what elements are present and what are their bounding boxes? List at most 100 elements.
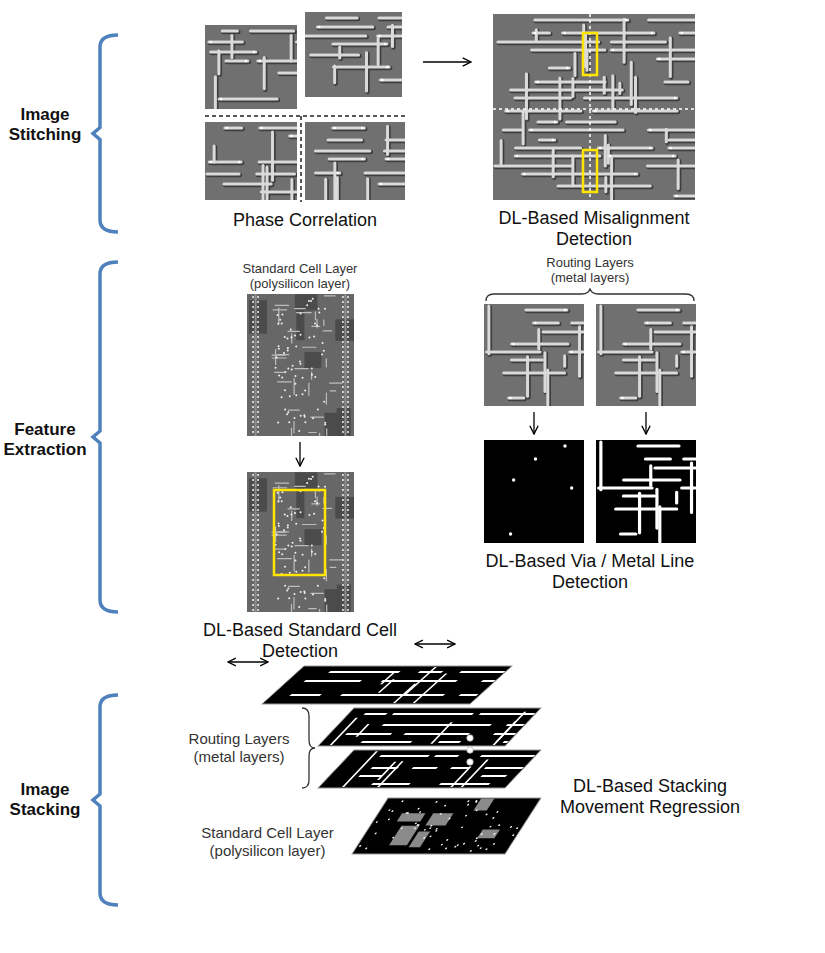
flow-arrow	[423, 61, 471, 62]
metal-line	[604, 137, 608, 167]
metal-line	[381, 672, 394, 684]
contact-dot	[346, 484, 348, 486]
cell-block	[389, 826, 419, 845]
contact-dot	[257, 594, 259, 596]
metal-line	[214, 77, 217, 109]
layer-label: Standard Cell Layer (polysilicon layer)	[195, 824, 340, 860]
metal-line	[290, 36, 294, 62]
contact-dot	[341, 381, 343, 383]
contact-dot	[346, 489, 348, 491]
contact-dot	[252, 534, 254, 536]
contact-dot	[346, 361, 348, 363]
metal-line	[604, 177, 607, 191]
group-brace	[486, 289, 694, 301]
contact-dot	[257, 421, 259, 423]
metal-line	[366, 179, 369, 200]
contact-dot	[475, 801, 478, 803]
image-ground	[596, 440, 696, 543]
metal-line	[365, 54, 369, 93]
contact-dot	[257, 479, 259, 481]
metal-line	[290, 179, 293, 200]
contact-dot	[252, 504, 254, 506]
via-dot	[672, 155, 675, 158]
contact-dot	[341, 416, 343, 418]
metal-line	[655, 489, 658, 528]
via-dot	[512, 478, 515, 481]
contact-dot	[346, 401, 348, 403]
metal-line	[530, 129, 623, 132]
panel-caption: DL-Based Standard Cell Detection	[183, 620, 418, 661]
metal-line	[334, 127, 366, 131]
contact-dot	[257, 411, 259, 413]
metal-line	[482, 679, 494, 682]
via-dot	[624, 343, 627, 346]
contact-dot	[252, 524, 254, 526]
contact-dot	[293, 593, 295, 595]
via-dot	[670, 147, 673, 150]
metal-line	[648, 129, 695, 132]
section-label: Feature Extraction	[2, 420, 88, 461]
contact-dot	[341, 336, 343, 338]
metal-line	[611, 41, 665, 44]
metal-line	[649, 19, 695, 22]
contact-dot	[310, 374, 312, 376]
metal-line	[227, 60, 249, 64]
metal-line	[488, 307, 492, 355]
contact-dot	[286, 524, 288, 526]
contact-dot	[324, 423, 326, 425]
panel-heading: Standard Cell Layer (polysilicon layer)	[235, 262, 365, 292]
contact-dot	[346, 509, 348, 511]
contact-dot	[257, 564, 259, 566]
contact-dot	[252, 421, 254, 423]
contact-dot	[346, 504, 348, 506]
contact-dot	[341, 574, 343, 576]
contact-dot	[257, 426, 259, 428]
metal-line	[572, 321, 584, 324]
metal-line	[379, 679, 394, 693]
seam-line	[493, 108, 695, 110]
contact-dot	[277, 421, 279, 423]
metal-line	[451, 766, 470, 769]
metal-line	[658, 58, 695, 62]
contact-dot	[257, 554, 259, 556]
image-ground	[205, 25, 297, 109]
contact-dot	[294, 512, 296, 514]
metal-line	[405, 667, 435, 695]
contact-dot	[280, 322, 282, 324]
metal-line	[277, 531, 288, 532]
contact-dot	[392, 837, 395, 839]
contact-dot	[257, 306, 259, 308]
contact-dot	[283, 336, 285, 338]
contact-dot	[346, 544, 348, 546]
contact-dot	[346, 336, 348, 338]
cell-block	[425, 813, 453, 825]
metal-line	[306, 35, 367, 39]
contact-dot	[346, 396, 348, 398]
metal-line	[481, 754, 534, 757]
contact-dot	[301, 570, 303, 572]
metal-line	[563, 32, 654, 35]
metal-line	[329, 139, 362, 143]
contact-dot	[485, 848, 488, 850]
metal-line	[295, 41, 298, 45]
contact-dot	[257, 431, 259, 433]
via-dot	[258, 60, 261, 63]
metal-line	[329, 382, 341, 383]
contact-dot	[324, 600, 326, 602]
metal-line	[394, 684, 415, 703]
image-panel: DL-Based Standard Cell Detection	[180, 472, 420, 661]
metal-line	[526, 357, 529, 397]
contact-dot	[252, 391, 254, 393]
contact-dot	[346, 479, 348, 481]
metal-line	[335, 66, 391, 70]
metal-line	[217, 51, 220, 74]
seam-line	[205, 115, 405, 117]
metal-line	[669, 147, 695, 150]
metal-line	[339, 48, 343, 59]
metal-line	[495, 165, 572, 168]
metal-line	[414, 674, 447, 703]
contact-dot	[280, 396, 282, 398]
metal-line	[327, 17, 358, 21]
metal-line	[371, 766, 397, 769]
metal-line	[223, 30, 238, 34]
